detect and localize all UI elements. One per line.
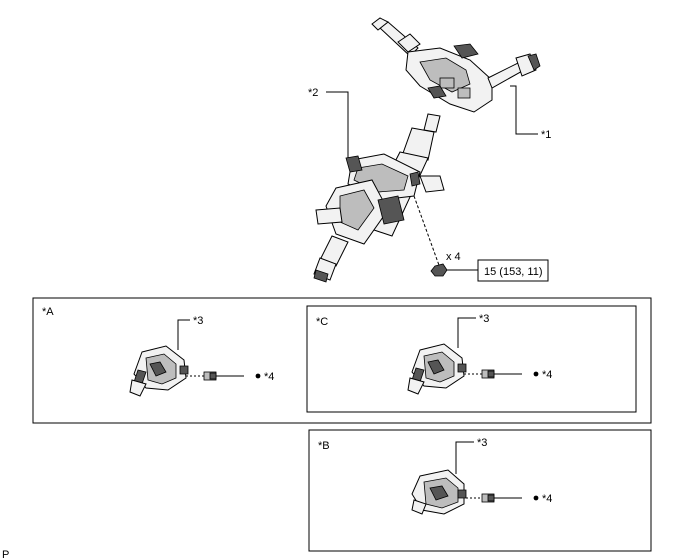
callout-4-a-label: *4 [264,371,274,383]
quantity-label: x 4 [446,251,461,263]
callout-2-label: *2 [308,87,318,99]
torque-spec-box [477,259,549,282]
panel-c-label: *C [316,316,328,328]
dot-bullet-icon [255,373,261,379]
torque-spec-label: 15 (153, 11) [484,266,543,278]
callout-2-leader [326,91,349,158]
nut-dashed-line [413,195,441,269]
ignition-switch-icon [129,345,189,397]
callout-3-c-label: *3 [479,313,489,325]
ignition-switch-icon [411,469,467,515]
panel-b-label: *B [318,440,330,452]
corner-mark: P [2,549,9,560]
panel-c-frame [306,305,637,413]
callout-4-b-label: *4 [542,493,552,505]
callout-3-c-leader [457,317,476,348]
callout-1-leader [510,85,538,135]
panel-outer-frame [32,297,652,424]
ignition-switch-icon [407,343,467,395]
callout-3-b-label: *3 [477,437,487,449]
dot-bullet-icon [533,495,539,501]
connector-pin-c [481,369,495,379]
callout-3-a-leader [177,319,190,350]
steering-column-icon [313,113,445,283]
callout-3-a-label: *3 [193,315,203,327]
callout-3-b-leader [455,441,474,474]
panel-b-frame [308,429,652,552]
callout-4-c-label: *4 [542,369,552,381]
panel-a-label: *A [42,306,54,318]
connector-pin-b [481,493,495,503]
nut-icon [430,263,448,277]
dot-bullet-icon [533,371,539,377]
combination-switch-icon [371,17,541,113]
connector-pin-a [203,371,217,381]
callout-1-label: *1 [541,129,551,141]
